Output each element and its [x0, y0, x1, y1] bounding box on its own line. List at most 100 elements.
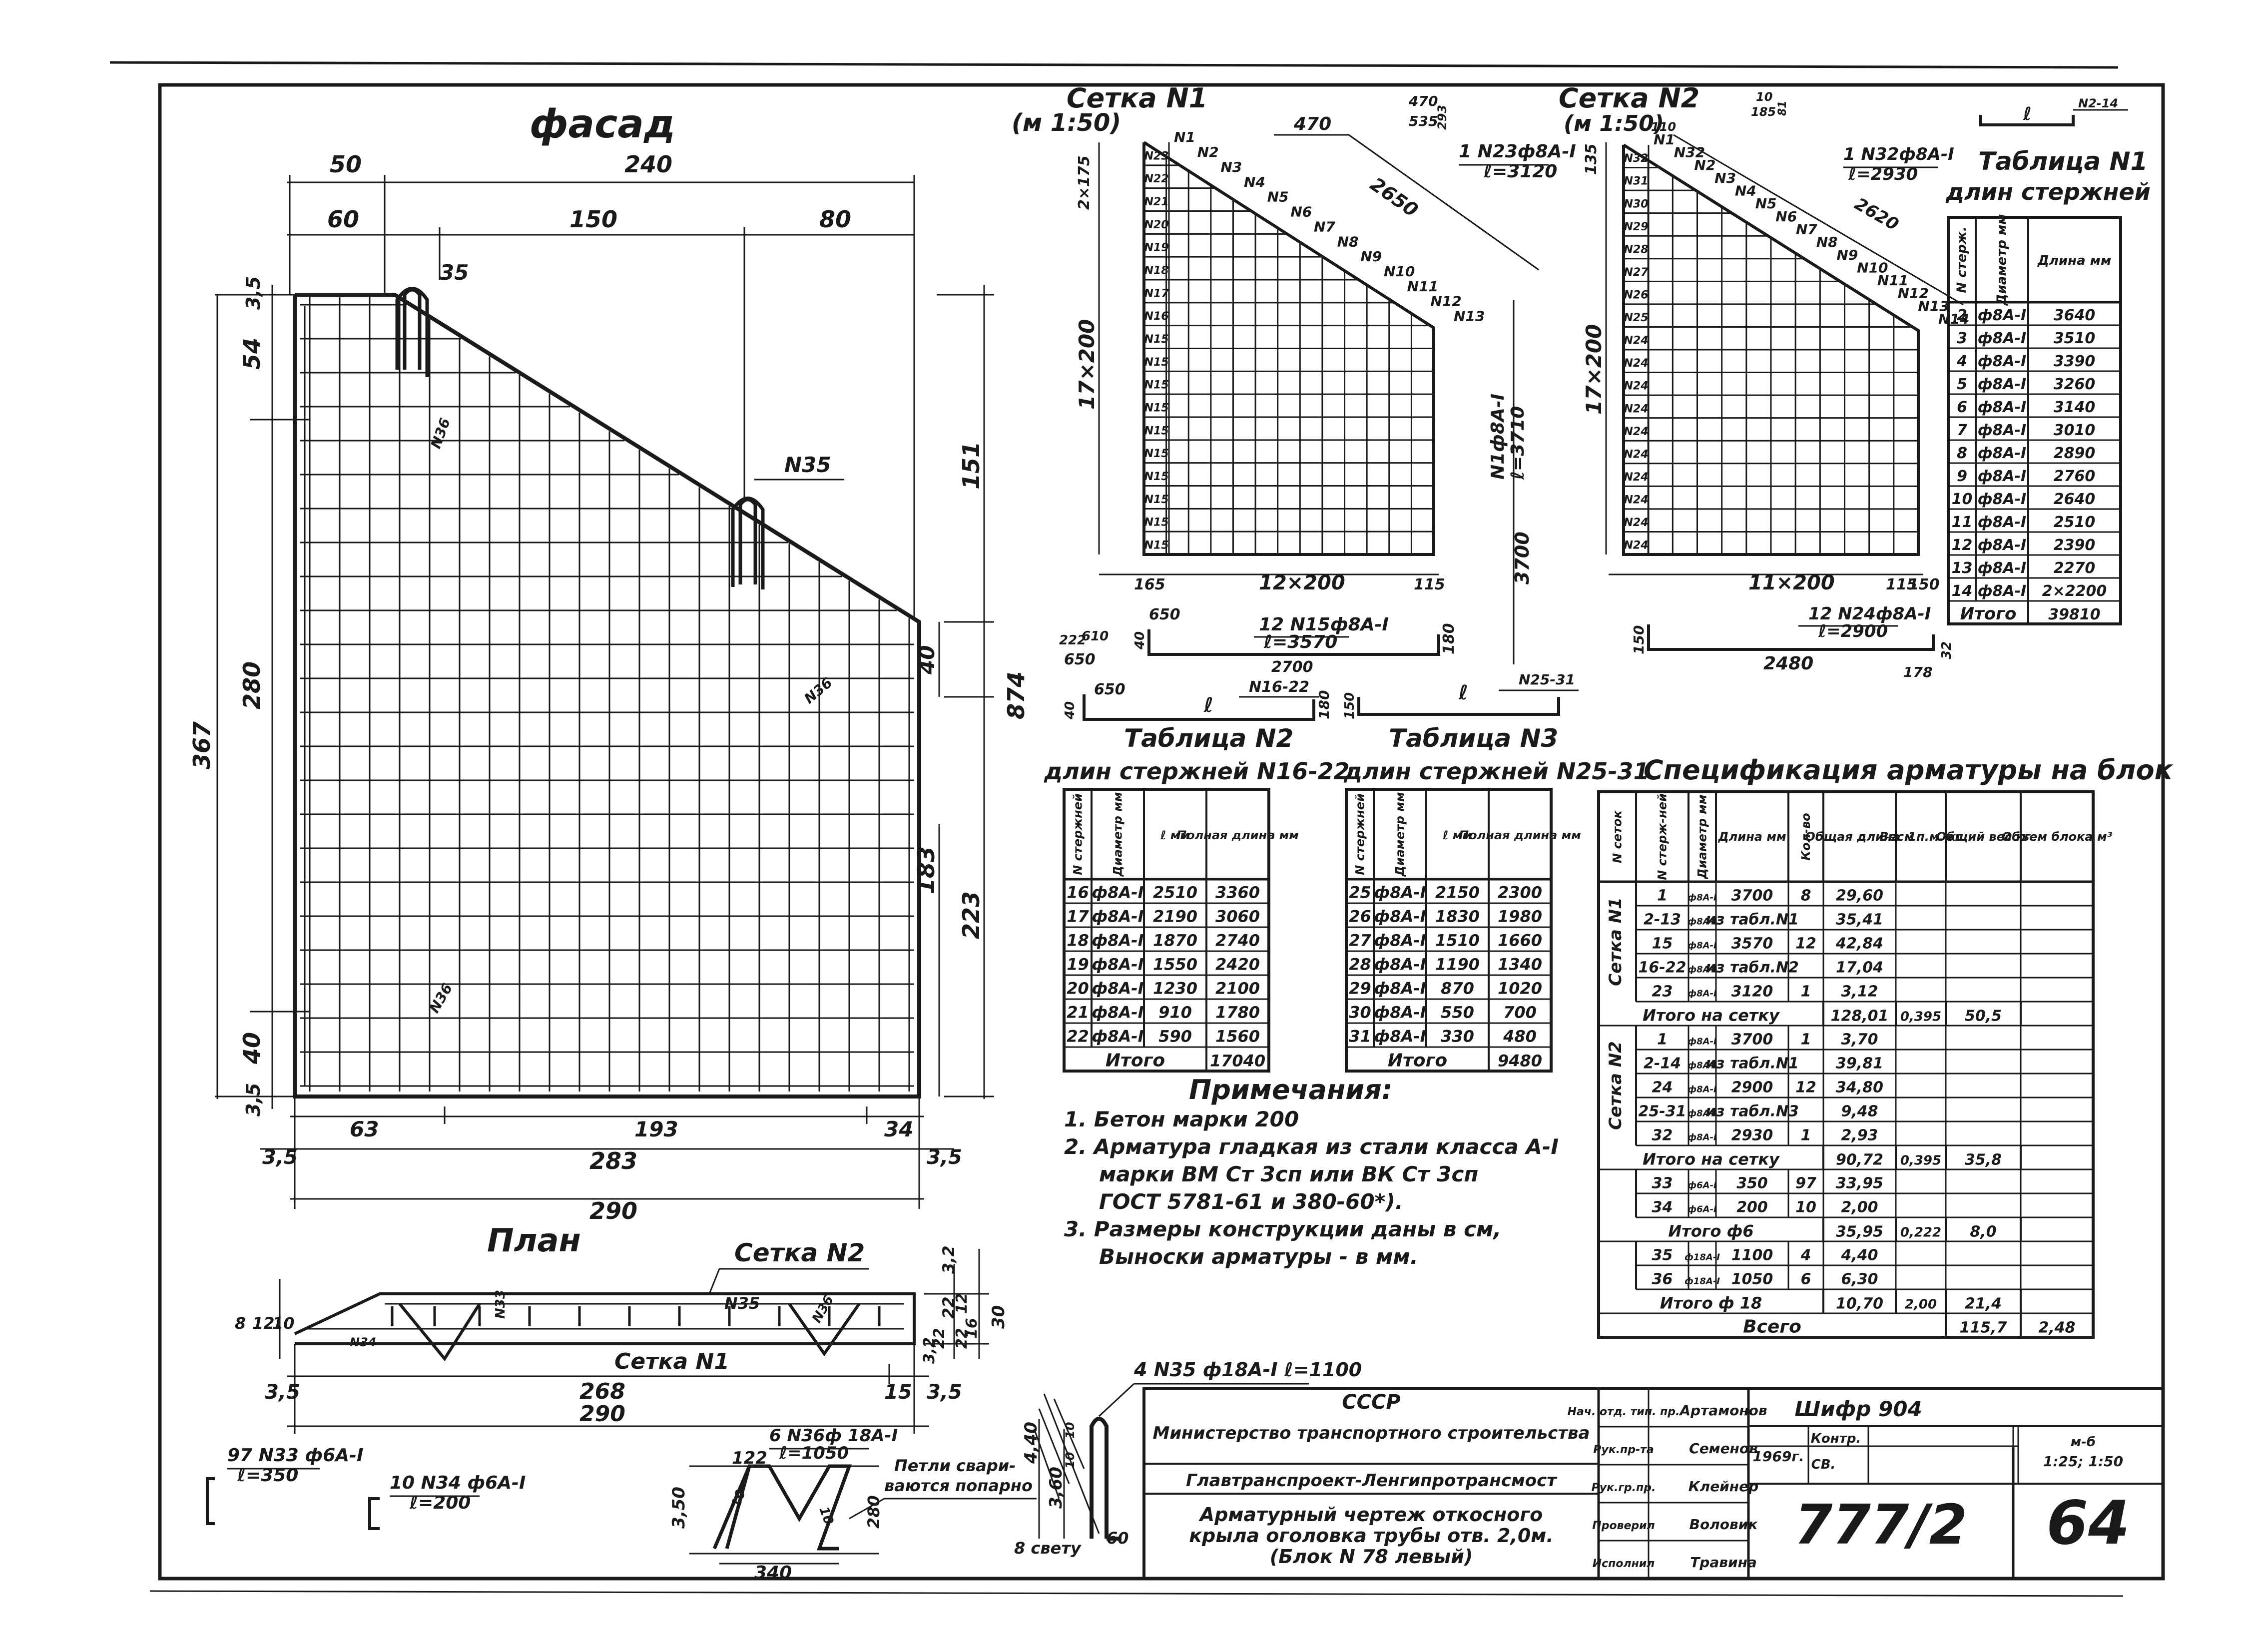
- mesh-bar-label: N5: [1267, 189, 1289, 205]
- tb-scale-value: 1:25; 1:50: [2043, 1453, 2123, 1470]
- table-border: [1345, 788, 1553, 1073]
- tb-shifr: Шифр 904: [1794, 1397, 1922, 1421]
- spec-cell: 2,00: [1841, 1198, 1878, 1216]
- plan-dim-15: 15: [884, 1381, 912, 1404]
- setka2-bottom-dim-150: 150: [1908, 576, 1940, 593]
- detail-n35-hatch: [1033, 1393, 1100, 1534]
- mesh-row-label: N24: [1624, 426, 1648, 438]
- setka1-dim-293: 293: [1435, 105, 1449, 130]
- setka2-bar24-qty: 12 N24ф8А-I: [1808, 604, 1931, 624]
- plan-dim-290: 290: [579, 1401, 625, 1427]
- plan-dim-10: 10: [272, 1314, 295, 1333]
- mesh-row-label: N15: [1144, 402, 1168, 415]
- table-header: Полная длина мм: [1176, 828, 1299, 842]
- table-border: [1063, 788, 1270, 1073]
- table-cell: ф8А-I: [1374, 883, 1426, 902]
- mesh-row-label: N15: [1144, 471, 1168, 483]
- facade-dim-80: 80: [819, 206, 851, 233]
- table-cell: 11: [1952, 514, 1973, 531]
- spec-group-setka2: Сетка N2: [1606, 1041, 1626, 1130]
- setka2-bottom-dim-115: 115: [1886, 576, 1917, 593]
- mesh-row-label: N15: [1144, 356, 1168, 369]
- facade-callout-n36-a: N36: [428, 416, 454, 451]
- table-cell: 27: [1349, 931, 1371, 950]
- mesh-row-label: N15: [1144, 540, 1168, 552]
- mesh-row-label: N31: [1624, 175, 1648, 188]
- spec-cell: ф8А-I: [1687, 988, 1717, 999]
- setka1-bottom-dim-165: 165: [1134, 576, 1165, 593]
- table-cell: 2×2200: [2042, 582, 2107, 600]
- setka1-side-length: ℓ=3710: [1508, 406, 1528, 480]
- table-cell: ф8А-I: [1978, 307, 2026, 324]
- table-cell: 3260: [2054, 376, 2096, 393]
- spec-group-setka1: Сетка N1: [1606, 897, 1626, 986]
- tb-role: Нач. отд. тип. пр.: [1568, 1406, 1680, 1418]
- note-line: ГОСТ 5781-61 и 380-60*).: [1099, 1189, 1403, 1214]
- spec-subtotal-weight: 0,395: [1900, 1009, 1941, 1024]
- plan-dim-12: 12: [953, 1293, 971, 1314]
- table-cell: 3360: [1215, 883, 1260, 902]
- table-cell: 21: [1067, 1003, 1089, 1022]
- mesh-row-label: N23: [1144, 150, 1168, 162]
- spec-cell: из табл.N1: [1705, 1055, 1799, 1072]
- plan-dim-22-b: 22: [931, 1328, 948, 1349]
- plan-loop-n36-a: [398, 1303, 481, 1362]
- table-cell: 1980: [1498, 907, 1542, 926]
- setka2-ref-label: N2-14: [2078, 96, 2118, 110]
- setka1-bar15-dim-650-a: 650: [1149, 606, 1180, 623]
- spec-cell: ф18А-I: [1684, 1252, 1720, 1262]
- table-cell: ф8А-I: [1978, 353, 2026, 370]
- table-cell: 30: [1349, 1003, 1371, 1022]
- setka1-grid: [1142, 141, 1435, 556]
- tb-drawing-title-line: Арматурный чертеж откосного: [1198, 1504, 1543, 1526]
- spec-cell: 33,95: [1836, 1174, 1883, 1192]
- mesh-bar-label: N3: [1714, 170, 1736, 186]
- note-line: 2. Арматура гладкая из стали класса А-I: [1064, 1134, 1559, 1159]
- facade-dim-150: 150: [569, 206, 617, 233]
- plan-rebars: [391, 1303, 881, 1362]
- setka1-bar16-dim-650: 650: [1094, 681, 1125, 698]
- spec-cell: 2-13: [1644, 911, 1681, 928]
- plan-label-n36: N36: [809, 1293, 837, 1325]
- mesh-bar-label: N11: [1407, 278, 1438, 295]
- table1-title: Таблица N1: [1978, 147, 2148, 176]
- table-cell: ф8А-I: [1978, 422, 2026, 439]
- spec-cell: 29,60: [1836, 887, 1883, 904]
- setka1-bottom-dim-grid: 12×200: [1259, 571, 1345, 594]
- table-cell: 2100: [1215, 979, 1260, 998]
- mesh-row-label: N15: [1144, 333, 1168, 346]
- mesh-row-label: N16: [1144, 310, 1168, 323]
- table-cell: 20: [1067, 979, 1089, 998]
- detail-n36-dim-122: 122: [732, 1448, 767, 1468]
- mesh-row-label: N32: [1624, 152, 1648, 165]
- tb-org-ussr: СССР: [1342, 1391, 1400, 1414]
- setka1-bar15-shape: [1147, 629, 1440, 656]
- mesh-bar-label: N5: [1755, 195, 1777, 212]
- spec-cell: 8: [1801, 887, 1811, 904]
- setka2-grid: [1622, 143, 1920, 556]
- plan-dim-3-5-right: 3,5: [927, 1381, 962, 1404]
- tb-name: Клейнер: [1688, 1478, 1758, 1495]
- table-cell: 13: [1952, 559, 1973, 577]
- mesh-row-label: N26: [1624, 289, 1648, 302]
- table-cell: 2890: [2054, 445, 2096, 462]
- detail-n33-qty: 97 N33 ф6А-I: [227, 1445, 363, 1466]
- mesh-row-label: N25: [1624, 312, 1648, 324]
- spec-header: Объем блока м³: [2002, 830, 2113, 844]
- spec-cell: 4: [1800, 1246, 1811, 1264]
- table-cell: 3010: [2054, 422, 2096, 439]
- table-cell: 2190: [1153, 907, 1197, 926]
- spec-header: Вес 1п.м. кг: [1879, 830, 1963, 844]
- mesh-row-label: N20: [1144, 219, 1168, 231]
- detail-n36-qty: 6 N36ф 18А-I: [769, 1426, 898, 1446]
- plan-loop-n36-b: [788, 1303, 861, 1357]
- table-cell: 14: [1952, 582, 1973, 600]
- table-cell: 480: [1503, 1027, 1537, 1046]
- setka1-bar15-dim-222: 222: [1059, 633, 1086, 648]
- spec-cell: 3,12: [1841, 983, 1878, 1000]
- plan-dim-12: 12: [252, 1314, 275, 1333]
- mesh-row-label: N15: [1144, 448, 1168, 460]
- spec-subtotal-value: 90,72: [1836, 1151, 1883, 1168]
- plan-dim-16: 16: [963, 1318, 981, 1339]
